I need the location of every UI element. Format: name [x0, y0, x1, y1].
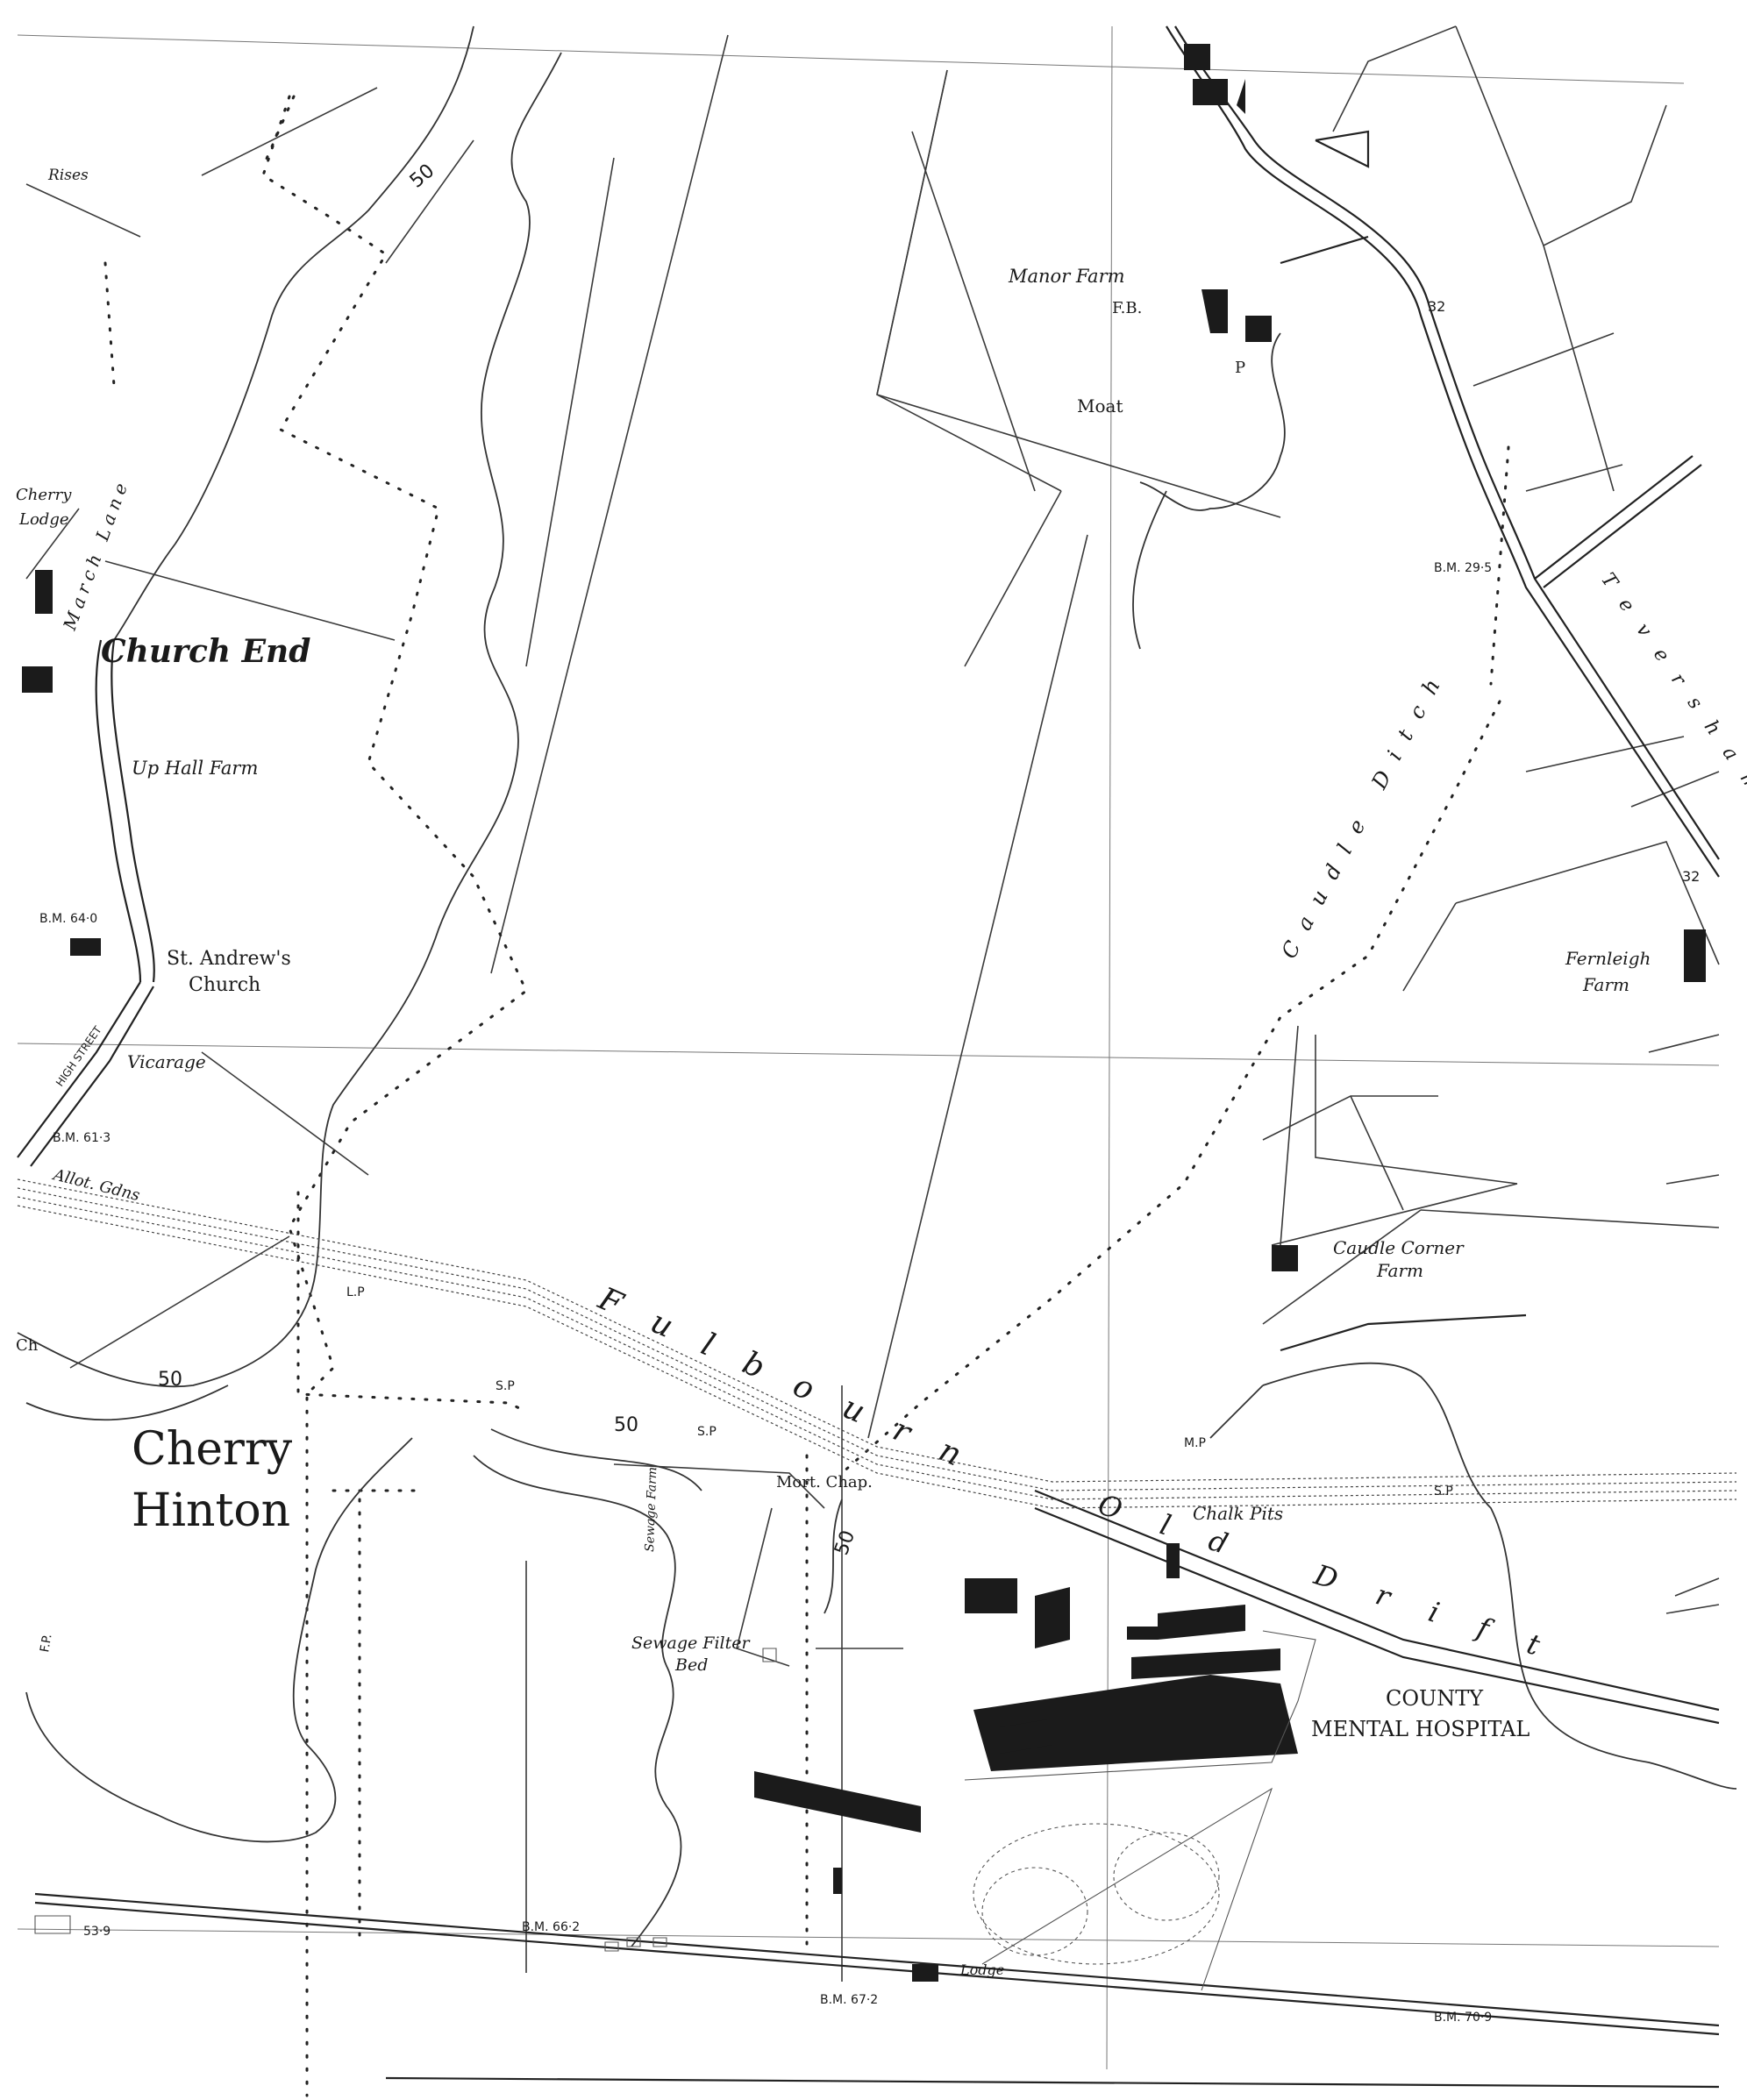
label-fernleigh-farm-2: Farm: [1582, 974, 1629, 995]
height-labels: 50 50 50 50 32 32: [158, 160, 1700, 1558]
label-cherry-hinton-2: Hinton: [132, 1484, 290, 1537]
boundary-markers: [34, 1648, 777, 1952]
label-mental-hospital: MENTAL HOSPITAL: [1311, 1717, 1530, 1741]
dotted-boundaries: [103, 95, 1510, 2097]
bm-66: B.M. 66·2: [522, 1920, 580, 1934]
map-labels: Church End Cherry Hinton COUNTY MENTAL H…: [16, 167, 1747, 1978]
bm-70: B.M. 70·9: [1434, 2011, 1492, 2025]
contour-50-top: 50: [406, 160, 439, 192]
railway: [17, 1178, 1737, 1509]
grid-lines: [17, 25, 1720, 2070]
label-fernleigh-farm-1: Fernleigh: [1565, 948, 1651, 969]
label-p: P: [1235, 359, 1245, 377]
label-caudle-ditch: Caudle Ditch: [1277, 661, 1453, 963]
bm-67: B.M. 67·2: [820, 1993, 878, 2007]
label-allot-gdns: Allot. Gdns: [50, 1165, 142, 1205]
label-rises: Rises: [47, 167, 89, 184]
buildings: [22, 44, 1706, 1982]
label-cherry-hinton-1: Cherry: [132, 1423, 293, 1476]
label-sp-1: S.P: [496, 1379, 515, 1393]
label-mort-chap: Mort. Chap.: [776, 1473, 873, 1491]
height-32-top: 32: [1428, 298, 1445, 315]
label-sp-3: S.P: [1434, 1484, 1453, 1498]
bm-29: B.M. 29·5: [1434, 561, 1492, 575]
label-lp: L.P: [346, 1285, 365, 1299]
label-ch: Ch: [16, 1336, 39, 1355]
label-caudle-corner-farm-1: Caudle Corner: [1333, 1237, 1465, 1258]
label-chalk-pits: Chalk Pits: [1193, 1503, 1283, 1524]
label-st-andrews: St. Andrew's: [167, 948, 291, 970]
label-manor-farm: Manor Farm: [1008, 266, 1125, 287]
label-sp-2: S.P: [697, 1425, 717, 1439]
roads: [17, 25, 1720, 2089]
label-mp: M.P: [1184, 1436, 1206, 1450]
label-fp: F.P.: [38, 1633, 54, 1653]
benchmark-labels: B.M. 64·0 B.M. 61·3 B.M. 29·5 53·9 B.M. …: [39, 561, 1492, 2025]
contour-50-hosp: 50: [831, 1527, 859, 1558]
label-fb: F.B.: [1112, 299, 1142, 317]
label-sewage-filter: Sewage Filter: [631, 1634, 752, 1653]
label-county: COUNTY: [1386, 1686, 1484, 1711]
contour-50-left: 50: [158, 1369, 182, 1391]
hospital-grounds: [964, 1630, 1316, 1991]
bm-64: B.M. 64·0: [39, 912, 97, 926]
label-lodge: Lodge: [959, 1961, 1004, 1978]
label-church-end: Church End: [101, 633, 310, 670]
label-sewage-farm: Sewage Farm: [643, 1467, 660, 1552]
label-cherry-lodge-1: Cherry: [16, 486, 72, 504]
label-church: Church: [189, 974, 260, 996]
label-fulbourn: Fulbourn: [592, 1280, 998, 1487]
bm-61: B.M. 61·3: [53, 1131, 111, 1145]
label-sewage-bed: Bed: [674, 1655, 708, 1675]
height-32-right: 32: [1682, 868, 1700, 885]
label-teversham: Teversham: [1596, 569, 1747, 811]
contour-lines: [17, 25, 1737, 1947]
label-up-hall-farm: Up Hall Farm: [132, 758, 258, 779]
label-cherry-lodge-2: Lodge: [18, 510, 69, 529]
label-vicarage: Vicarage: [127, 1051, 206, 1072]
contour-50-mid: 50: [614, 1414, 638, 1436]
bm-53: 53·9: [83, 1925, 111, 1939]
field-boundaries: [25, 25, 1720, 1982]
label-caudle-corner-farm-2: Farm: [1376, 1260, 1423, 1281]
label-moat: Moat: [1077, 395, 1123, 416]
